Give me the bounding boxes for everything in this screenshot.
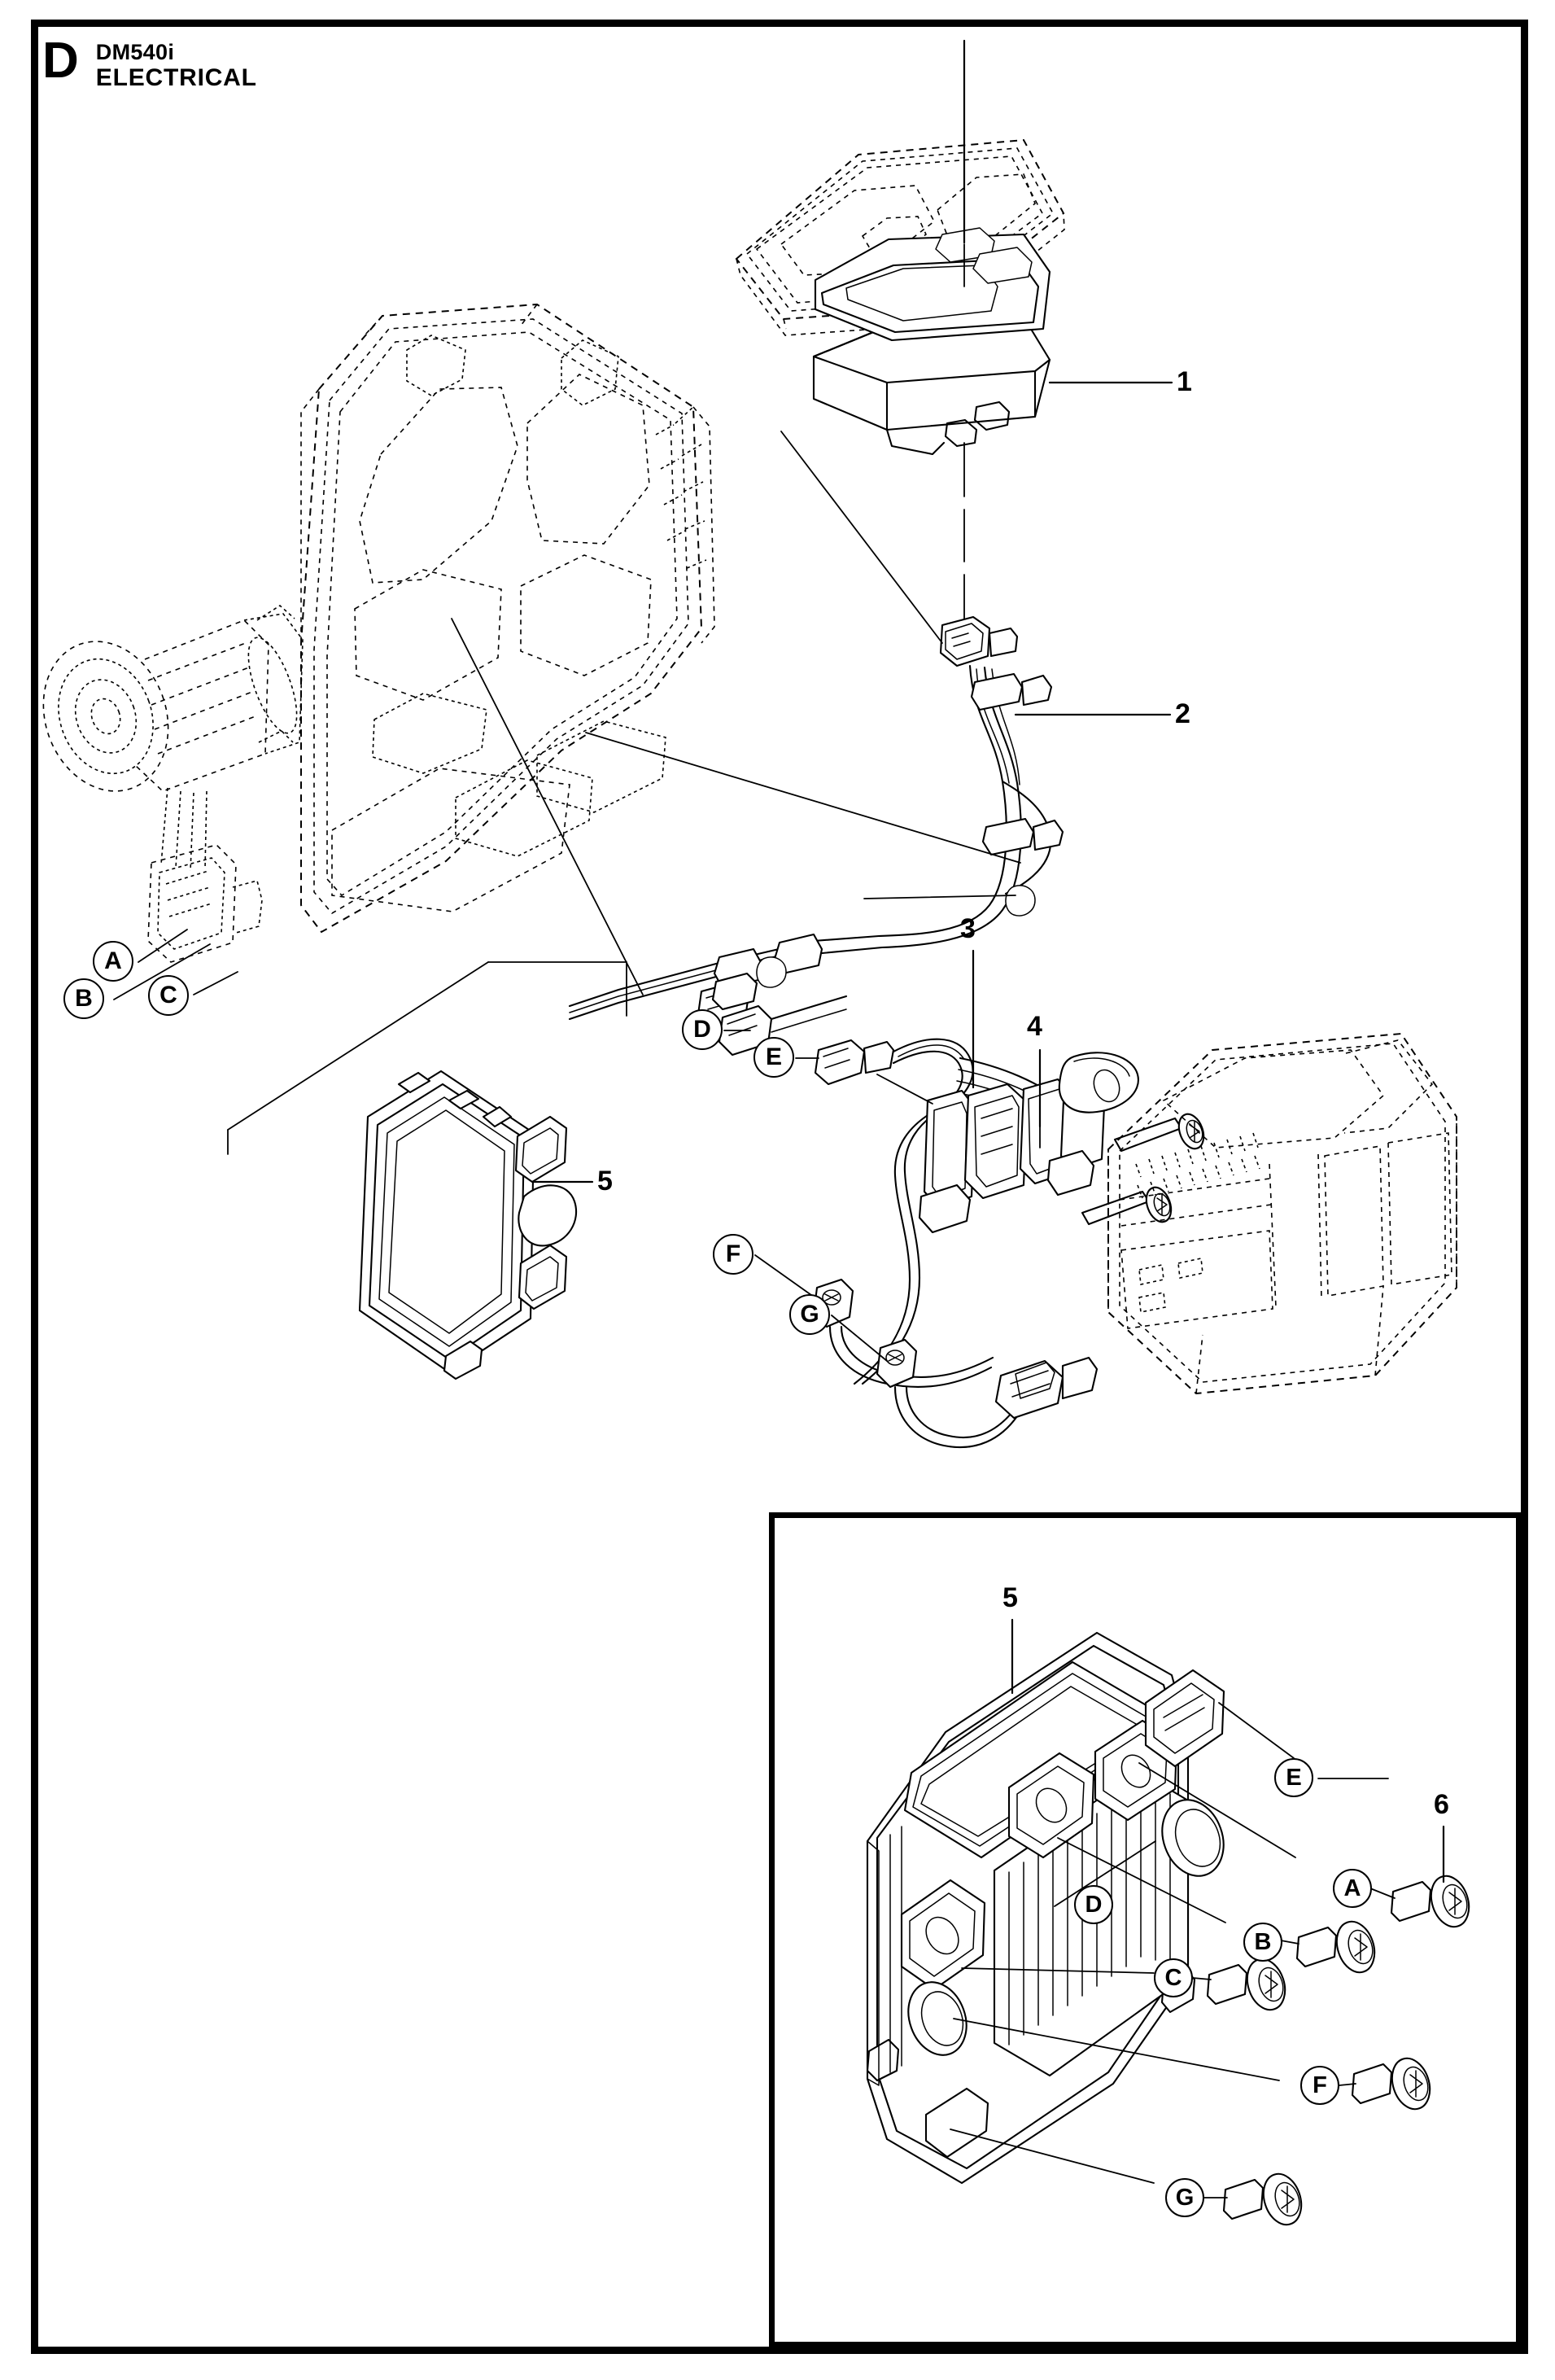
- callout-number-2: 2: [1175, 698, 1190, 729]
- callout-number-1: 1: [1177, 366, 1192, 397]
- callout-number-5: 5: [597, 1166, 613, 1197]
- balloon-d-main: D: [682, 1009, 723, 1050]
- balloon-b-inset: B: [1243, 1923, 1282, 1962]
- balloon-g-inset: G: [1165, 2178, 1204, 2217]
- balloon-c-inset: C: [1154, 1958, 1193, 1997]
- callout-number-6-inset: 6: [1434, 1789, 1449, 1820]
- balloon-d-inset: D: [1074, 1885, 1113, 1924]
- page-header: D DM540i ELECTRICAL: [42, 33, 257, 93]
- section-letter: D: [42, 33, 79, 89]
- balloon-a-inset: A: [1333, 1869, 1372, 1908]
- header-text-block: DM540i ELECTRICAL: [96, 37, 257, 93]
- balloon-e-inset: E: [1274, 1758, 1313, 1797]
- balloon-g-main: G: [789, 1294, 830, 1335]
- section-title: ELECTRICAL: [95, 64, 257, 92]
- balloon-c-main: C: [148, 975, 189, 1016]
- page-border: [31, 20, 1528, 2354]
- callout-number-3: 3: [960, 913, 976, 944]
- balloon-b-main: B: [63, 978, 104, 1019]
- callout-number-5-inset: 5: [1002, 1582, 1018, 1613]
- balloon-f-main: F: [713, 1234, 753, 1275]
- model-name: DM540i: [95, 40, 175, 64]
- callout-number-4: 4: [1027, 1011, 1042, 1042]
- balloon-a-main: A: [93, 941, 133, 982]
- balloon-e-main: E: [753, 1037, 794, 1078]
- balloon-f-inset: F: [1300, 2066, 1339, 2105]
- detail-inset-box: [769, 1512, 1522, 2347]
